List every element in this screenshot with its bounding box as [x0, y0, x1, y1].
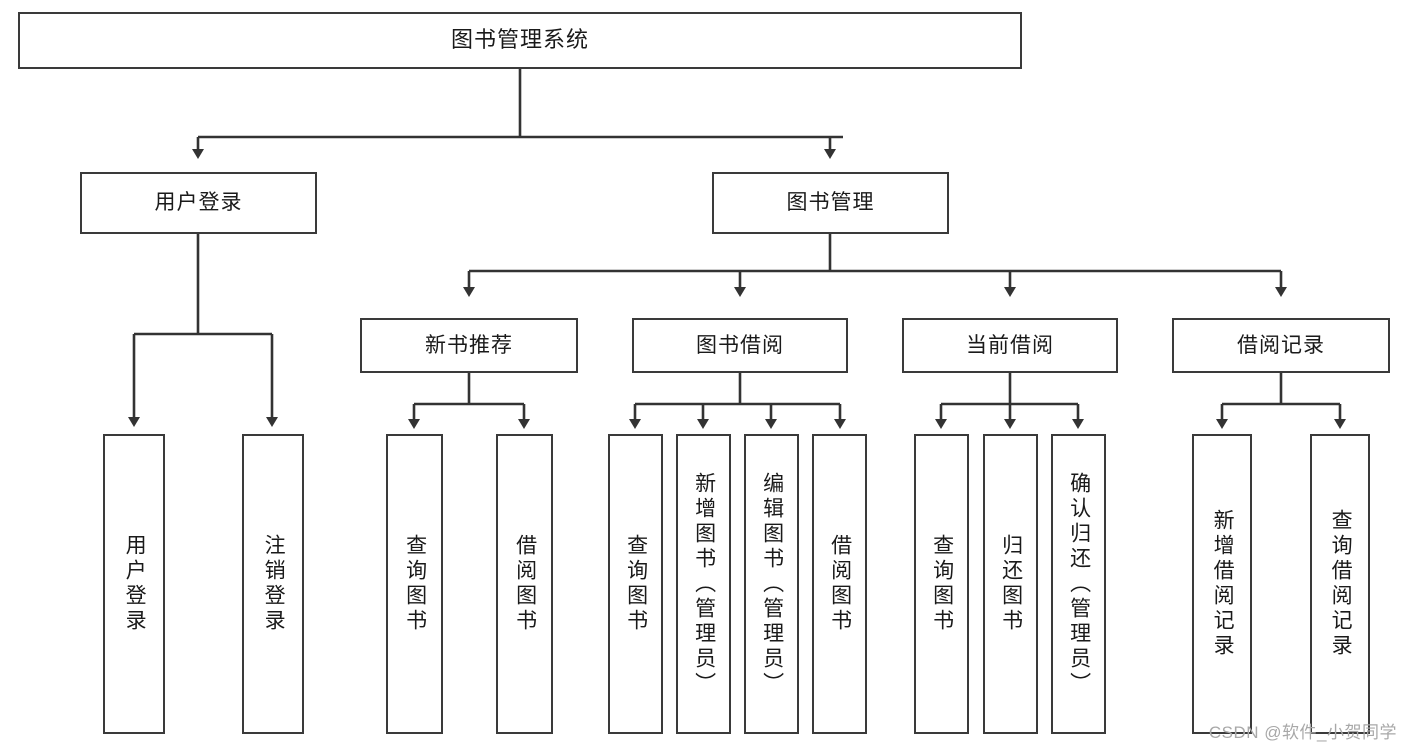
node-book-borrow-label: 图书借阅: [696, 333, 784, 357]
node-leaf-add-book[interactable]: 新增图书（管理员）: [676, 434, 731, 734]
node-borrow-record[interactable]: 借阅记录: [1172, 318, 1390, 373]
node-leaf-confirm-return[interactable]: 确认归还（管理员）: [1051, 434, 1106, 734]
node-leaf-user-login[interactable]: 用户登录: [103, 434, 165, 734]
node-book-borrow[interactable]: 图书借阅: [632, 318, 848, 373]
node-leaf-borrow-book-1[interactable]: 借阅图书: [496, 434, 553, 734]
node-leaf-return-book[interactable]: 归还图书: [983, 434, 1038, 734]
node-leaf-add-book-label: 新增图书（管理员）: [692, 471, 716, 697]
node-book-manage[interactable]: 图书管理: [712, 172, 949, 234]
node-leaf-query-book-1[interactable]: 查询图书: [386, 434, 443, 734]
node-leaf-query-book-2-label: 查询图书: [624, 534, 648, 634]
node-leaf-user-login-label: 用户登录: [123, 534, 147, 634]
node-new-book-recommend-label: 新书推荐: [425, 333, 513, 357]
node-user-login-label: 用户登录: [154, 191, 243, 215]
watermark: CSDN @软件_小贺同学: [1208, 723, 1397, 742]
node-leaf-edit-book-label: 编辑图书（管理员）: [760, 471, 784, 697]
node-leaf-edit-book[interactable]: 编辑图书（管理员）: [744, 434, 799, 734]
node-leaf-query-book-2[interactable]: 查询图书: [608, 434, 663, 734]
node-book-manage-label: 图书管理: [786, 191, 875, 215]
node-leaf-logout-login[interactable]: 注销登录: [242, 434, 304, 734]
node-leaf-logout-login-label: 注销登录: [262, 534, 286, 634]
node-current-borrow-label: 当前借阅: [966, 333, 1054, 357]
node-root-label: 图书管理系统: [450, 27, 589, 53]
node-leaf-add-record[interactable]: 新增借阅记录: [1192, 434, 1252, 734]
node-new-book-recommend[interactable]: 新书推荐: [360, 318, 578, 373]
node-root[interactable]: 图书管理系统: [18, 12, 1022, 69]
node-leaf-borrow-book-1-label: 借阅图书: [513, 534, 537, 634]
node-leaf-confirm-return-label: 确认归还（管理员）: [1067, 471, 1091, 697]
node-leaf-query-record-label: 查询借阅记录: [1329, 509, 1353, 659]
node-leaf-query-book-1-label: 查询图书: [403, 534, 427, 634]
node-leaf-add-record-label: 新增借阅记录: [1211, 509, 1235, 659]
node-user-login[interactable]: 用户登录: [80, 172, 317, 234]
node-leaf-borrow-book-2-label: 借阅图书: [828, 534, 852, 634]
node-leaf-query-record[interactable]: 查询借阅记录: [1310, 434, 1370, 734]
node-borrow-record-label: 借阅记录: [1237, 333, 1325, 357]
node-leaf-return-book-label: 归还图书: [999, 534, 1023, 634]
node-leaf-borrow-book-2[interactable]: 借阅图书: [812, 434, 867, 734]
node-leaf-query-book-3-label: 查询图书: [930, 534, 954, 634]
node-current-borrow[interactable]: 当前借阅: [902, 318, 1118, 373]
node-leaf-query-book-3[interactable]: 查询图书: [914, 434, 969, 734]
